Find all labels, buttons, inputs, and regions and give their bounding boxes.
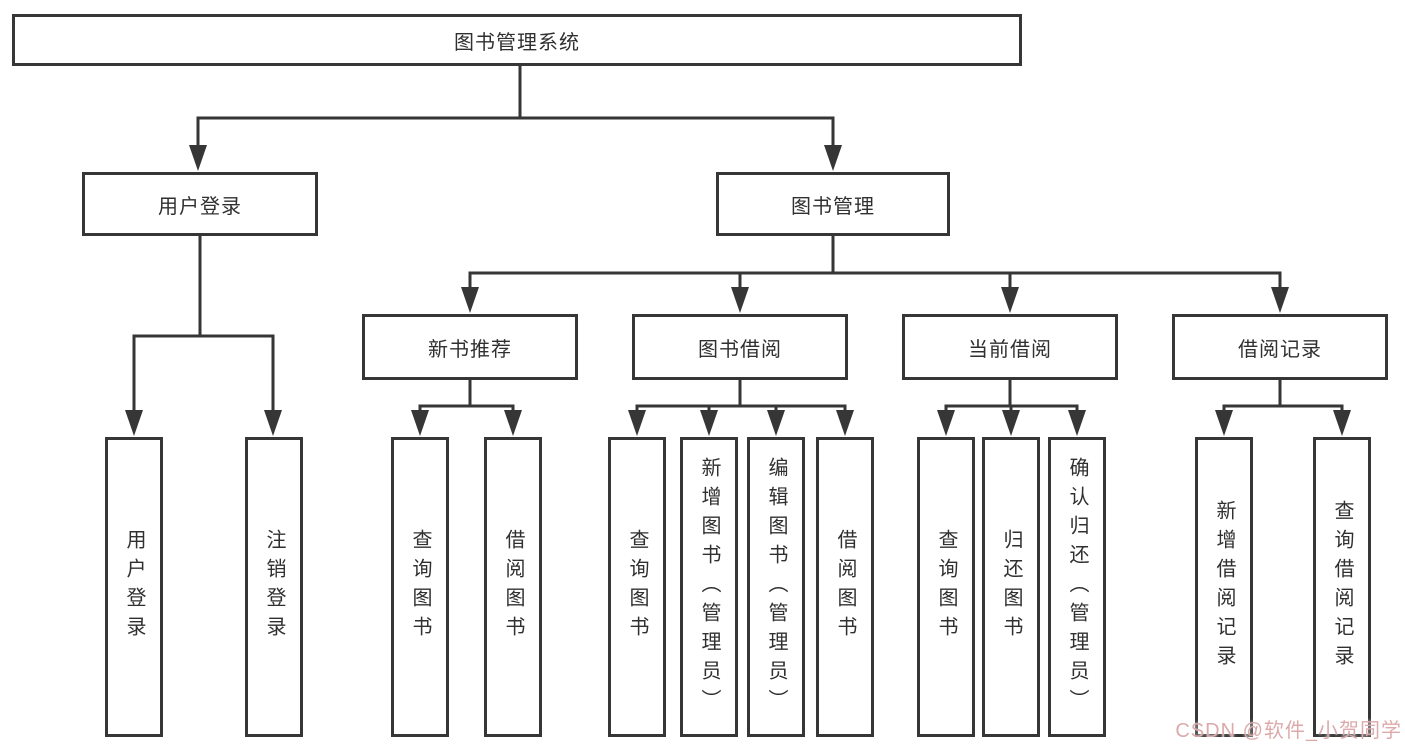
leaf-query-books-3: 查询图书 — [917, 437, 975, 737]
leaf-label: 借阅图书 — [502, 529, 524, 645]
node-user-login: 用户登录 — [82, 172, 318, 236]
arrow-down-icon — [189, 145, 207, 171]
leaf-label: 用户登录 — [123, 529, 145, 645]
connector-userlogin-fork — [132, 334, 275, 412]
leaf-label: 借阅图书 — [834, 529, 856, 645]
leaf-borrow-books-2: 借阅图书 — [816, 437, 874, 737]
arrow-down-icon — [411, 410, 429, 436]
leaf-logout: 注销登录 — [245, 437, 303, 737]
leaf-user-login: 用户登录 — [105, 437, 163, 737]
arrow-down-icon — [1333, 410, 1351, 436]
leaf-label: 确认归还（管理员） — [1066, 456, 1088, 718]
leaf-query-books-2: 查询图书 — [608, 437, 666, 737]
leaf-label: 新增借阅记录 — [1213, 500, 1235, 674]
arrow-down-icon — [731, 287, 749, 313]
leaf-return-books: 归还图书 — [982, 437, 1040, 737]
arrow-down-icon — [700, 410, 718, 436]
leaf-add-book-admin: 新增图书（管理员） — [680, 437, 738, 737]
watermark: CSDN @软件_小贺同学 — [1175, 720, 1402, 742]
connector-borrowbook-fork — [635, 377, 847, 413]
node-book-management: 图书管理 — [716, 172, 950, 236]
arrow-down-icon — [836, 410, 854, 436]
leaf-label: 归还图书 — [1000, 529, 1022, 645]
connector-currentborrow-fork — [944, 377, 1079, 413]
connector-newbook-fork — [418, 377, 515, 413]
arrow-down-icon — [1068, 410, 1086, 436]
arrow-down-icon — [264, 410, 282, 436]
connector-lines — [132, 64, 1344, 413]
leaf-label: 查询图书 — [409, 529, 431, 645]
arrow-down-icon — [1271, 287, 1289, 313]
leaf-edit-book-admin: 编辑图书（管理员） — [747, 437, 805, 737]
arrow-down-icon — [628, 410, 646, 436]
connector-bookmgmt-fork — [468, 271, 1282, 289]
leaf-add-borrow-record: 新增借阅记录 — [1195, 437, 1253, 737]
arrow-down-icon — [1001, 287, 1019, 313]
arrow-down-icon — [125, 410, 143, 436]
leaf-label: 查询图书 — [935, 529, 957, 645]
arrow-down-icon — [504, 410, 522, 436]
leaf-label: 注销登录 — [263, 529, 285, 645]
arrow-down-icon — [824, 145, 842, 171]
node-book-borrow: 图书借阅 — [632, 314, 848, 380]
leaf-label: 新增图书（管理员） — [698, 456, 720, 718]
leaf-borrow-books-1: 借阅图书 — [484, 437, 542, 737]
node-new-book-recommend: 新书推荐 — [362, 314, 578, 380]
connector-root-fork — [196, 116, 835, 147]
arrow-down-icon — [767, 410, 785, 436]
leaf-query-books-1: 查询图书 — [391, 437, 449, 737]
arrow-down-icons — [125, 145, 1351, 436]
node-borrow-records: 借阅记录 — [1172, 314, 1388, 380]
leaf-label: 编辑图书（管理员） — [765, 456, 787, 718]
leaf-confirm-return-admin: 确认归还（管理员） — [1048, 437, 1106, 737]
arrow-down-icon — [1215, 410, 1233, 436]
arrow-down-icon — [461, 287, 479, 313]
arrow-down-icon — [1002, 410, 1020, 436]
node-library-system: 图书管理系统 — [12, 14, 1022, 66]
leaf-label: 查询图书 — [626, 529, 648, 645]
leaf-label: 查询借阅记录 — [1331, 500, 1353, 674]
leaf-query-borrow-record: 查询借阅记录 — [1313, 437, 1371, 737]
connector-records-fork — [1222, 377, 1344, 413]
arrow-down-icon — [937, 410, 955, 436]
node-current-borrow: 当前借阅 — [902, 314, 1118, 380]
